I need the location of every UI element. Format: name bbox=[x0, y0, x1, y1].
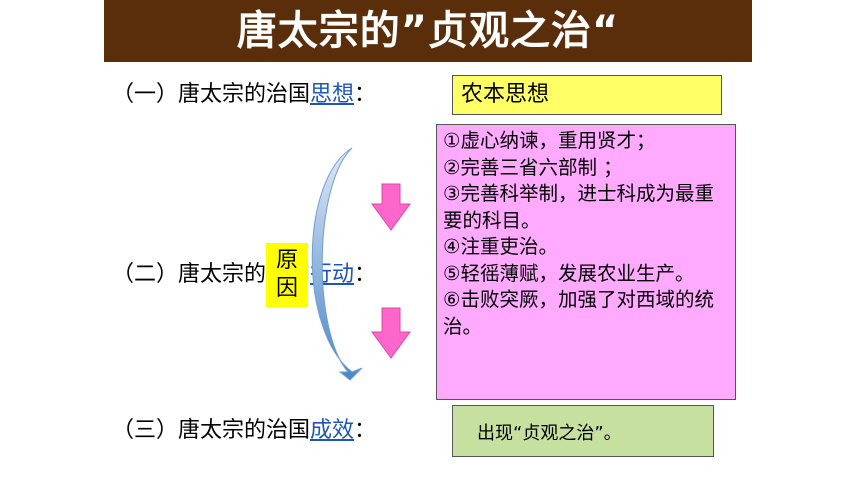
section-result-suffix: ： bbox=[354, 418, 377, 443]
section-action-suffix: ： bbox=[354, 262, 377, 287]
action-item-5: ⑤轻徭薄赋，发展农业生产。 bbox=[443, 261, 695, 285]
section-thought-suffix: ： bbox=[354, 82, 377, 107]
section-thought-prefix: （一）唐太宗的治国 bbox=[112, 82, 311, 107]
title-bar: 唐太宗的”贞观之治“ bbox=[104, 0, 752, 62]
action-item-3: ③完善科举制，进士科成为最重要的科目。 bbox=[443, 182, 714, 232]
action-item-4: ④注重吏治。 bbox=[443, 235, 558, 258]
action-item-1: ①虚心纳谏，重用贤才； bbox=[443, 129, 656, 152]
thought-box-text: 农本思想 bbox=[461, 82, 550, 107]
section-result-prefix: （三）唐太宗的治国 bbox=[112, 418, 311, 443]
reason-label-line2: 因 bbox=[275, 276, 298, 301]
slide-title: 唐太宗的”贞观之治“ bbox=[236, 8, 620, 54]
result-box: 出现“贞观之治”。 bbox=[452, 405, 714, 457]
action-item-2: ②完善三省六部制 ； bbox=[443, 155, 623, 179]
thought-box: 农本思想 bbox=[452, 75, 722, 115]
reason-label-line1: 原 bbox=[275, 248, 298, 273]
link-result[interactable]: 成效 bbox=[310, 418, 355, 443]
section-result: （三）唐太宗的治国成效： bbox=[112, 416, 376, 446]
section-thought: （一）唐太宗的治国思想： bbox=[112, 80, 376, 110]
down-arrow-icon-1 bbox=[371, 183, 411, 231]
curved-arrow-icon bbox=[311, 147, 363, 381]
link-thought[interactable]: 思想 bbox=[310, 82, 355, 107]
action-item-6: ⑥击败突厥，加强了对西域的统治。 bbox=[443, 288, 714, 338]
down-arrow-icon-2 bbox=[371, 307, 411, 359]
reason-label: 原 因 bbox=[266, 243, 308, 307]
result-box-text: 出现“贞观之治”。 bbox=[477, 423, 622, 444]
actions-box: ①虚心纳谏，重用贤才； ②完善三省六部制 ； ③完善科举制，进士科成为最重要的科… bbox=[436, 124, 736, 400]
actions-list: ①虚心纳谏，重用贤才； ②完善三省六部制 ； ③完善科举制，进士科成为最重要的科… bbox=[443, 128, 733, 340]
